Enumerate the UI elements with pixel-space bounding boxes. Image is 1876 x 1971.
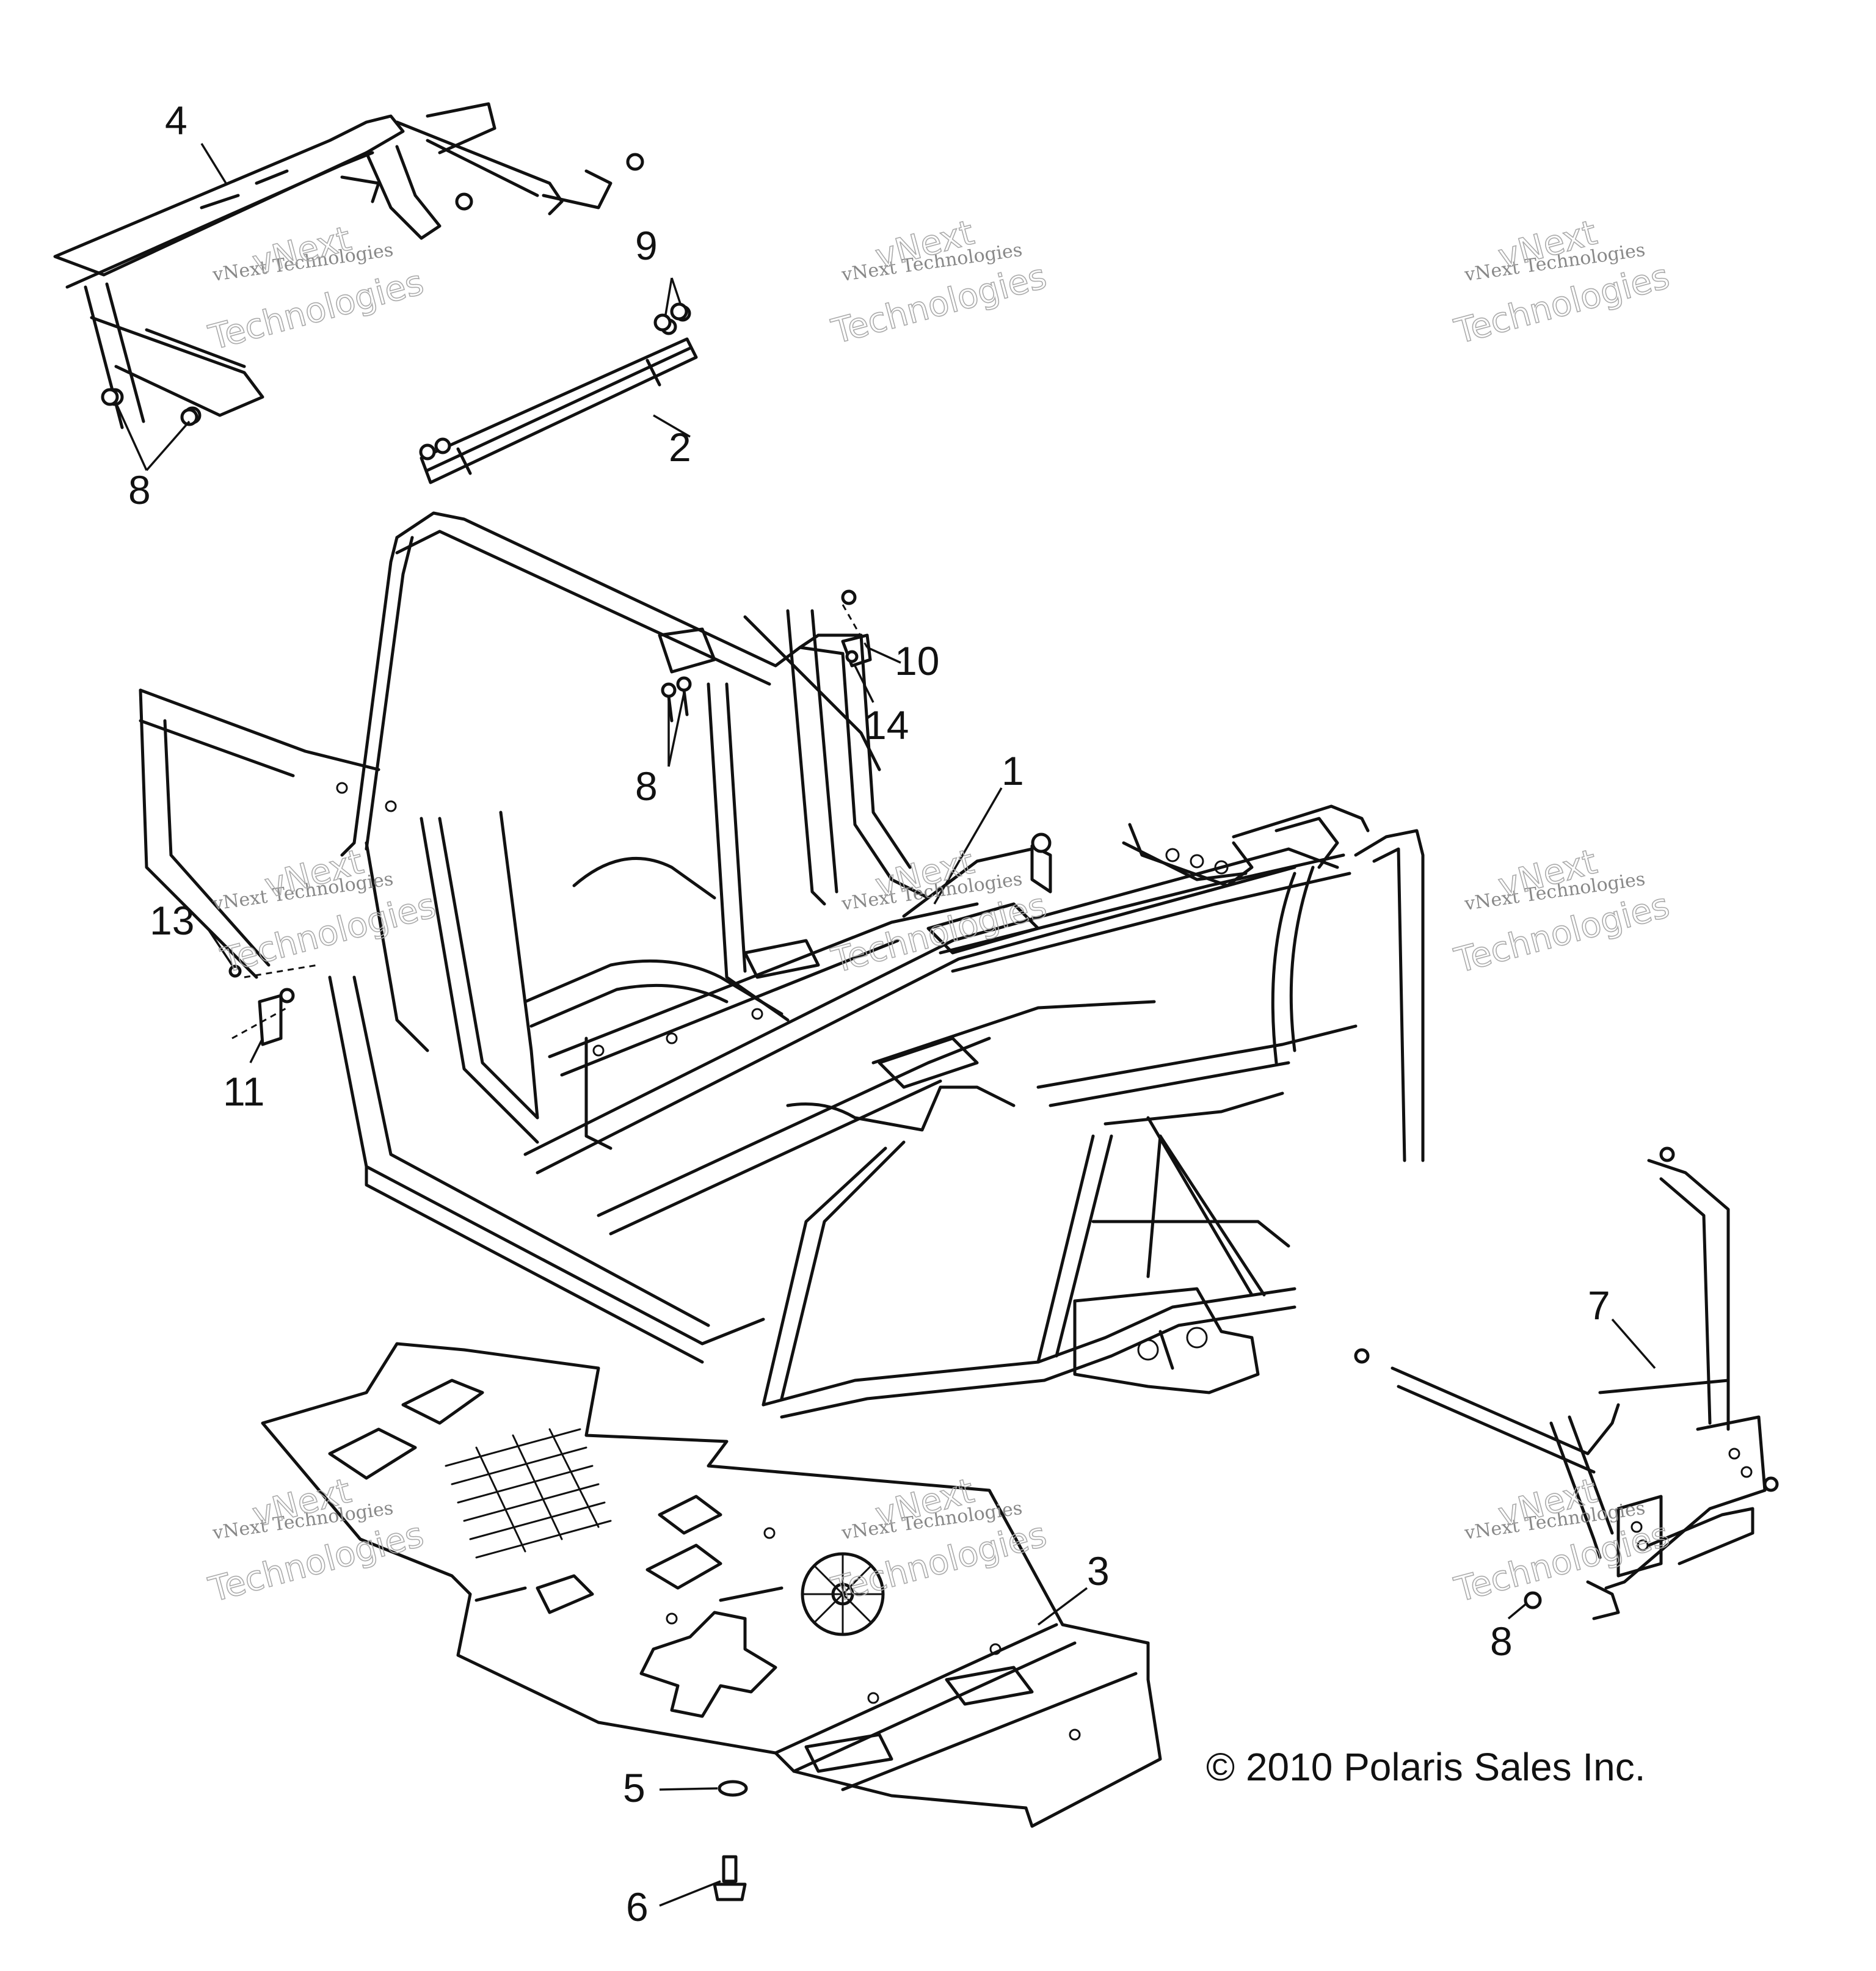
part-4-rear-subframe	[53, 102, 644, 429]
callout-3: 3	[1087, 1548, 1110, 1594]
copyright-notice: © 2010 Polaris Sales Inc.	[1206, 1745, 1646, 1789]
callout-9: 8	[635, 763, 658, 809]
part-1-main-frame	[139, 511, 1425, 1419]
callout-labels: 4 9 2 8 10 14 1 8 13 11 7 3 8 5 6	[128, 98, 1610, 1929]
callout-11: 10	[895, 638, 939, 683]
callout-7: 7	[1588, 1283, 1610, 1328]
part-5-washer	[718, 1780, 748, 1797]
watermarks: vNext Technologies vNext Technologies vN…	[204, 213, 1674, 1611]
callout-13: 13	[150, 898, 194, 943]
part-6-bolt	[713, 1855, 747, 1901]
part-10-nuts	[653, 302, 688, 332]
callout-14: 14	[864, 702, 909, 748]
callout-8: 8	[128, 467, 151, 512]
part-7-front-bumper	[1354, 1146, 1779, 1620]
callout-6: 6	[626, 1884, 649, 1929]
part-2-crossbar	[419, 305, 698, 484]
callout-2: 2	[669, 424, 691, 470]
callout-1: 1	[1002, 748, 1024, 793]
part-3-skid-plate	[261, 1342, 1162, 1828]
callout-4: 4	[165, 98, 187, 143]
part-11-14-bracket	[841, 589, 872, 668]
part-12-13-bracket	[228, 964, 318, 1046]
callout-5: 5	[623, 1765, 645, 1810]
leader-lines	[115, 143, 1656, 1907]
part-8-fasteners	[101, 388, 198, 426]
callout-12: 11	[223, 1069, 265, 1114]
callout-8: 8	[1490, 1619, 1513, 1664]
callout-10: 9	[635, 223, 658, 268]
